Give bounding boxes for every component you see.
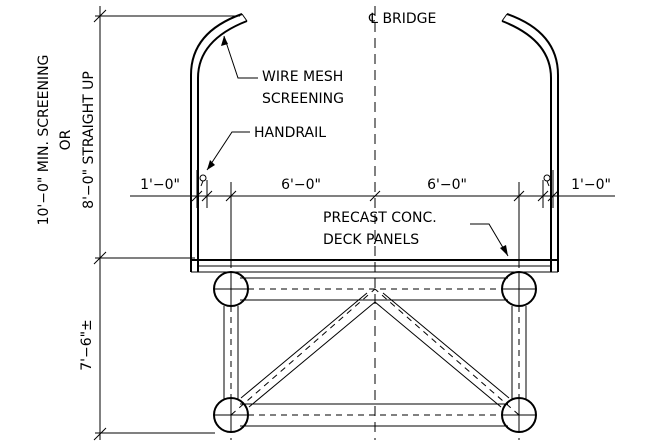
left-screening-fence	[190, 13, 248, 273]
truss-node-bottom-left	[213, 397, 249, 433]
right-handrail	[543, 174, 551, 187]
screening-height-label-1: 10'−0" MIN. SCREENING	[36, 55, 52, 226]
dim-right-outer: 1'−0"	[571, 177, 611, 193]
screening-height-label-2: OR	[58, 129, 74, 150]
truss-node-bottom-right	[501, 397, 537, 433]
dim-right-inner: 6'−0"	[427, 177, 467, 193]
screening-height-label-3: 8'−0" STRAIGHT UP	[81, 71, 97, 209]
deck-panel	[191, 259, 558, 273]
handrail-label: HANDRAIL	[254, 125, 326, 141]
wire-mesh-label-2: SCREENING	[262, 91, 344, 107]
dim-left-inner: 6'−0"	[281, 177, 321, 193]
precast-label-1: PRECAST CONC.	[323, 210, 437, 226]
truss-node-top-left	[213, 271, 249, 307]
dim-left-outer: 1'−0"	[140, 177, 180, 193]
precast-label-2: DECK PANELS	[323, 232, 419, 248]
right-screening-fence	[501, 13, 559, 273]
wire-mesh-label-1: WIRE MESH	[262, 69, 343, 85]
truss-depth-dimension	[93, 258, 215, 441]
centerline-label: ℄ BRIDGE	[368, 11, 436, 27]
truss-frame	[215, 262, 535, 440]
screening-height-dimension	[93, 6, 240, 265]
left-handrail	[199, 174, 207, 187]
truss-depth-label: 7'−6"±	[79, 319, 95, 371]
truss-node-top-right	[501, 271, 537, 307]
precast-leader	[470, 223, 509, 257]
handrail-leader	[206, 131, 250, 171]
wire-mesh-leader	[223, 35, 258, 79]
